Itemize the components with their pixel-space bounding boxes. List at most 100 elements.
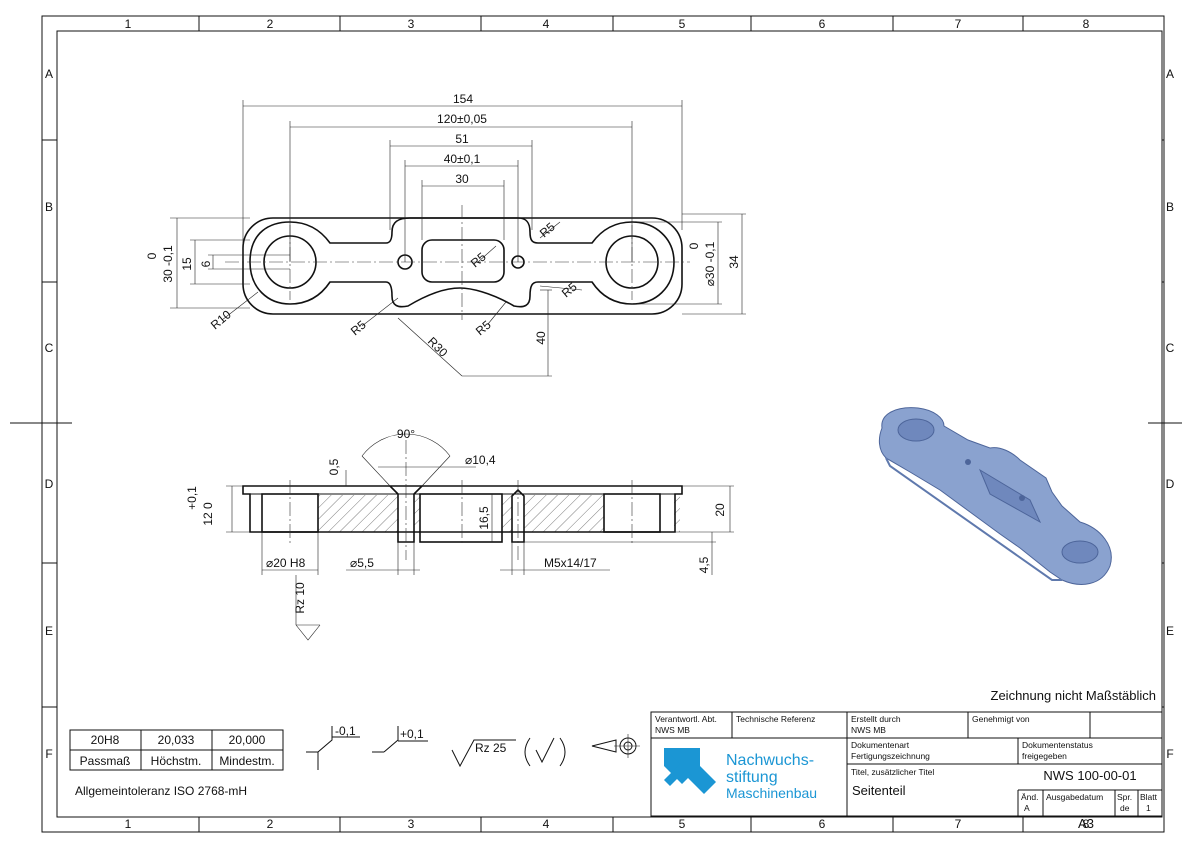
dim-rz-10: Rz 10: [293, 582, 307, 614]
grid-row-C-right: C: [1166, 341, 1175, 355]
dim-154: 154: [453, 92, 473, 106]
dim-r5-c: R5: [537, 220, 558, 241]
symbol-minus-tol: -0,1: [335, 724, 356, 738]
tb-doc-type-label: Dokumentenart: [851, 740, 910, 750]
tb-approved-label: Genehmigt von: [972, 714, 1030, 724]
tb-lang-value: de: [1120, 803, 1130, 813]
grid-row-F-left: F: [45, 747, 52, 761]
dim-dia-20-h8: ⌀20 H8: [266, 556, 306, 570]
grid-col-5-bottom: 5: [679, 817, 686, 831]
tb-doc-type-value: Fertigungszeichnung: [851, 751, 930, 761]
logo-line-2: stiftung: [726, 769, 778, 786]
fit-label-2: Höchstm.: [151, 754, 202, 768]
inner-frame: [56, 30, 1163, 818]
grid-col-2-bottom: 2: [267, 817, 274, 831]
logo: Nachwuchs- stiftung Maschinenbau: [664, 748, 817, 801]
dimension-texts: 154 120±0,05 51 40±0,1 30 30 -0,1 0 15 6…: [145, 92, 741, 614]
tb-responsible-label: Verantwortl. Abt.: [655, 714, 717, 724]
dim-16-5: 16,5: [477, 506, 491, 530]
dim-15: 15: [180, 257, 194, 271]
dim-right-tol: ⌀30 -0,1: [703, 241, 717, 286]
dim-12: 12 0: [201, 502, 215, 526]
dim-34: 34: [727, 255, 741, 269]
tb-lang-label: Spr.: [1117, 792, 1132, 802]
section-view: [226, 433, 734, 641]
grid-row-D-left: D: [45, 477, 54, 491]
grid-col-4-top: 4: [543, 17, 550, 31]
dim-left-tol: 30 -0,1: [161, 245, 175, 283]
symbol-rz-25: Rz 25: [475, 741, 507, 755]
grid-col-3-top: 3: [408, 17, 415, 31]
iso-left-bore: [897, 418, 935, 442]
grid-row-A-right: A: [1166, 67, 1174, 81]
tb-title-label: Titel, zusätzlicher Titel: [851, 767, 934, 777]
grid-row-D-right: D: [1166, 477, 1175, 491]
dim-r30: R30: [425, 334, 451, 360]
tb-title-value: Seitenteil: [852, 783, 906, 798]
dim-right-tol-zero: 0: [687, 242, 701, 249]
fit-label-3: Mindestm.: [219, 754, 274, 768]
iso-right-bore: [1061, 540, 1099, 564]
iso-pocket: [978, 468, 1042, 524]
grid-col-8-top: 8: [1083, 17, 1090, 31]
general-tolerance: Allgemeintoleranz ISO 2768-mH: [75, 784, 247, 798]
grid-row-E-right: E: [1166, 624, 1174, 638]
tb-tech-ref-label: Technische Referenz: [736, 714, 815, 724]
dim-30: 30: [455, 172, 469, 186]
fit-header-2: 20,033: [158, 733, 195, 747]
dim-left-tol-zero: 0: [145, 252, 159, 259]
grid-col-7-bottom: 7: [955, 817, 962, 831]
dim-0-5: 0,5: [327, 458, 341, 475]
fit-header-3: 20,000: [229, 733, 266, 747]
grid-row-F-right: F: [1166, 747, 1173, 761]
logo-line-1: Nachwuchs-: [726, 752, 814, 769]
grid-col-1-top: 1: [125, 17, 132, 31]
dim-51: 51: [455, 132, 469, 146]
grid-col-4-bottom: 4: [543, 817, 550, 831]
top-view: [170, 100, 746, 377]
grid-row-C-left: C: [45, 341, 54, 355]
tb-rev-value: A: [1024, 803, 1030, 813]
projection-cone-icon: [591, 739, 617, 753]
tb-created-value: NWS MB: [851, 725, 886, 735]
grid-col-7-top: 7: [955, 17, 962, 31]
tb-format: A3: [1078, 816, 1094, 831]
dim-40: 40±0,1: [444, 152, 481, 166]
dim-6: 6: [199, 260, 213, 267]
tb-doc-status-value: freigegeben: [1022, 751, 1067, 761]
scale-note: Zeichnung nicht Maßstäblich: [991, 688, 1156, 703]
dim-90deg: 90°: [397, 427, 415, 441]
tb-created-label: Erstellt durch: [851, 714, 901, 724]
grid-row-B-left: B: [45, 200, 53, 214]
dim-r5-a: R5: [348, 318, 369, 339]
tb-doc-status-label: Dokumentenstatus: [1022, 740, 1093, 750]
grid-col-6-top: 6: [819, 17, 826, 31]
tb-doc-number: NWS 100-00-01: [1043, 768, 1136, 783]
dim-dia-10-4: ⌀10,4: [465, 453, 496, 467]
dim-dia-5-5: ⌀5,5: [350, 556, 374, 570]
grid-col-8-bottom: 8: [1083, 817, 1090, 831]
grid-col-2-top: 2: [267, 17, 274, 31]
dim-thread: M5x14/17: [544, 556, 597, 570]
tb-sheet-label: Blatt: [1140, 792, 1158, 802]
dim-20: 20: [713, 503, 727, 517]
center-pocket: [421, 239, 505, 283]
outer-frame: [41, 15, 1165, 833]
grid-row-E-left: E: [45, 624, 53, 638]
general-symbols: -0,1 +0,1 Rz 25: [306, 724, 640, 770]
dim-120: 120±0,05: [437, 112, 487, 126]
tb-responsible-value: NWS MB: [655, 725, 690, 735]
grid-col-6-bottom: 6: [819, 817, 826, 831]
fit-table: 20H8 20,033 20,000 Passmaß Höchstm. Mind…: [69, 729, 284, 771]
dim-r5-e: R5: [468, 250, 489, 271]
tb-issue-label: Ausgabedatum: [1046, 792, 1103, 802]
dim-plus-0-1: +0,1: [185, 486, 199, 510]
tb-rev-label: Änd.: [1021, 792, 1039, 802]
grid-row-B-right: B: [1166, 200, 1174, 214]
grid-col-5-top: 5: [679, 17, 686, 31]
grid-row-A-left: A: [45, 67, 53, 81]
title-block: Verantwortl. Abt. NWS MB Technische Refe…: [650, 711, 1163, 831]
fit-label-1: Passmaß: [80, 754, 131, 768]
grid-col-1-bottom: 1: [125, 817, 132, 831]
